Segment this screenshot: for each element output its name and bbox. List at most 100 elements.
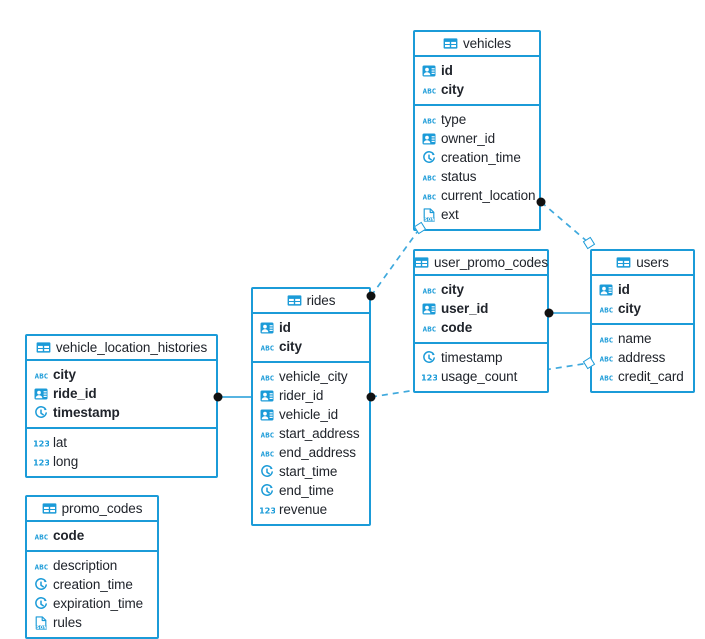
- relationship-vehicles-to-users[interactable]: [540, 201, 590, 244]
- field-rides-id[interactable]: id: [253, 318, 369, 337]
- svg-text:ABC: ABC: [35, 532, 49, 541]
- entity-title: users: [636, 255, 669, 270]
- svg-text:ABC: ABC: [35, 562, 49, 571]
- field-promo_codes-creation_time[interactable]: creation_time: [27, 575, 157, 594]
- svg-text:123: 123: [260, 505, 275, 515]
- field-vehicle_location_histories-lat[interactable]: 123 lat: [27, 433, 216, 452]
- uuid-key-icon: [422, 64, 436, 78]
- clock-timestamp-icon: [34, 405, 48, 420]
- uuid-key-icon: [260, 321, 274, 335]
- field-rides-vehicle_city[interactable]: ABC vehicle_city: [253, 367, 369, 386]
- field-label: status: [441, 169, 477, 184]
- field-label: id: [441, 63, 453, 78]
- relationship-endpoint-dot: [544, 308, 554, 318]
- numeric-123-icon: 123: [34, 436, 49, 450]
- field-users-address[interactable]: ABC address: [592, 348, 693, 367]
- entity-header-rides[interactable]: rides: [253, 289, 369, 314]
- field-label: start_address: [279, 426, 360, 441]
- field-rides-city[interactable]: ABC city: [253, 337, 369, 356]
- relationship-endpoint-dot: [366, 392, 376, 402]
- table-grid-icon: [287, 294, 302, 308]
- abc-string-icon: ABC: [260, 446, 275, 460]
- svg-text:JSON: JSON: [34, 624, 47, 629]
- field-rides-end_time[interactable]: end_time: [253, 481, 369, 500]
- entity-header-vehicle_location_histories[interactable]: vehicle_location_histories: [27, 336, 216, 361]
- clock-timestamp-icon: [260, 464, 274, 479]
- field-user_promo_codes-user_id[interactable]: user_id: [415, 299, 547, 318]
- field-label: city: [618, 301, 641, 316]
- field-vehicles-owner_id[interactable]: owner_id: [415, 129, 539, 148]
- svg-text:ABC: ABC: [423, 286, 437, 295]
- field-rides-vehicle_id[interactable]: vehicle_id: [253, 405, 369, 424]
- svg-text:123: 123: [34, 438, 49, 448]
- clock-timestamp-icon: [260, 483, 274, 498]
- field-label: vehicle_city: [279, 369, 348, 384]
- field-label: id: [618, 282, 630, 297]
- entity-header-promo_codes[interactable]: promo_codes: [27, 497, 157, 522]
- field-label: user_id: [441, 301, 489, 316]
- field-user_promo_codes-timestamp[interactable]: timestamp: [415, 348, 547, 367]
- entity-title: rides: [306, 293, 336, 308]
- field-label: timestamp: [441, 350, 503, 365]
- field-label: city: [441, 282, 464, 297]
- field-label: id: [279, 320, 291, 335]
- field-label: address: [618, 350, 666, 365]
- field-rides-rider_id[interactable]: rider_id: [253, 386, 369, 405]
- entity-header-user_promo_codes[interactable]: user_promo_codes: [414, 251, 548, 276]
- field-label: revenue: [279, 502, 328, 517]
- field-vehicles-id[interactable]: id: [415, 61, 539, 80]
- field-label: city: [279, 339, 302, 354]
- uuid-key-icon: [260, 408, 274, 422]
- numeric-123-icon: 123: [422, 370, 437, 384]
- field-users-id[interactable]: id: [592, 280, 693, 299]
- clock-timestamp-icon: [34, 577, 48, 592]
- field-vehicles-status[interactable]: ABC status: [415, 167, 539, 186]
- field-rides-revenue[interactable]: 123 revenue: [253, 500, 369, 519]
- field-label: lat: [53, 435, 67, 450]
- field-user_promo_codes-city[interactable]: ABC city: [415, 280, 547, 299]
- entity-header-vehicles[interactable]: vehicles: [415, 32, 539, 57]
- numeric-123-icon: 123: [260, 503, 275, 517]
- field-vehicle_location_histories-ride_id[interactable]: ride_id: [27, 384, 216, 403]
- svg-text:ABC: ABC: [600, 373, 614, 382]
- field-promo_codes-expiration_time[interactable]: expiration_time: [27, 594, 157, 613]
- field-label: creation_time: [441, 150, 521, 165]
- entity-header-users[interactable]: users: [592, 251, 693, 276]
- field-vehicles-creation_time[interactable]: creation_time: [415, 148, 539, 167]
- field-rides-start_time[interactable]: start_time: [253, 462, 369, 481]
- svg-text:ABC: ABC: [600, 354, 614, 363]
- field-label: code: [441, 320, 473, 335]
- relationship-endpoint-dot: [366, 291, 376, 301]
- svg-text:ABC: ABC: [261, 373, 275, 382]
- svg-text:ABC: ABC: [423, 173, 437, 182]
- abc-string-icon: ABC: [260, 340, 275, 354]
- field-vehicle_location_histories-timestamp[interactable]: timestamp: [27, 403, 216, 422]
